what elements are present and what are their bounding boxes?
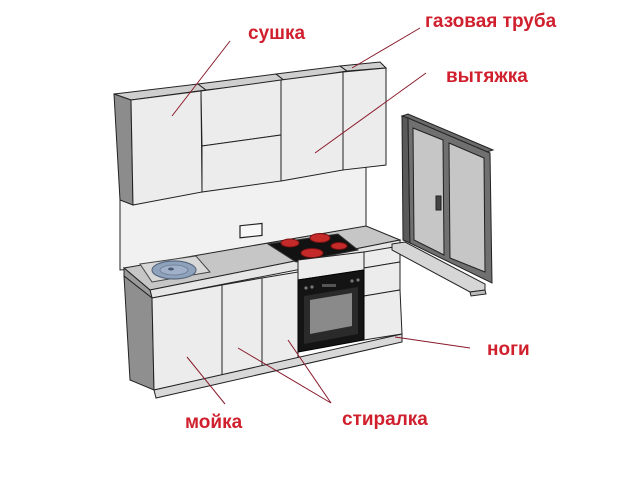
lower-cabinets xyxy=(123,245,403,399)
leader-washer-2 xyxy=(287,339,332,404)
leader-sushka xyxy=(171,40,231,117)
label-gas-pipe: газовая труба xyxy=(425,11,557,32)
leader-sink xyxy=(186,356,226,405)
upper-cabinets xyxy=(113,61,388,206)
leader-legs xyxy=(394,336,471,349)
label-hood: вытяжка xyxy=(446,66,528,87)
double-window xyxy=(391,113,495,297)
built-in-oven xyxy=(297,269,365,353)
label-sushka: сушка xyxy=(248,23,306,44)
leader-hood xyxy=(314,72,427,154)
sink xyxy=(139,255,211,283)
leader-washer-1 xyxy=(237,347,332,404)
leader-gas-pipe xyxy=(351,27,421,69)
label-washer: стиралка xyxy=(342,409,428,430)
leader-lines xyxy=(171,27,471,405)
label-legs: ноги xyxy=(487,339,530,360)
wall-socket xyxy=(239,222,263,239)
induction-hob xyxy=(266,233,360,263)
label-sink: мойка xyxy=(185,412,243,433)
